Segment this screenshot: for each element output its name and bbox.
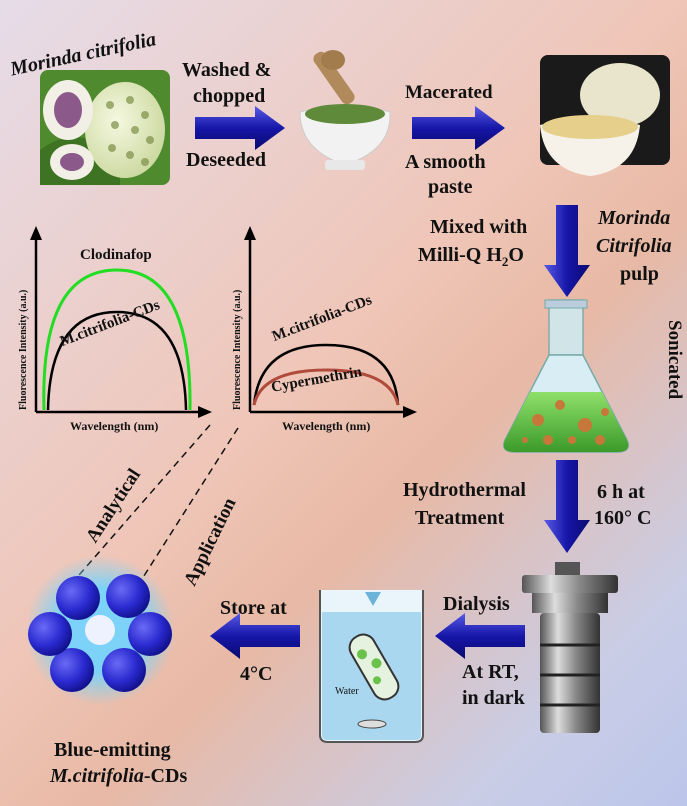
right-plot-ylabel: Fluorescence Intensity (a.u.): [232, 289, 243, 410]
time-label-line1: 6 h at: [597, 481, 645, 503]
left-fluorescence-plot: [30, 226, 212, 418]
wash-label-top: Washed &: [182, 59, 272, 81]
arrows: [195, 106, 590, 659]
left-plot-outer-curve-label: Clodinafop: [80, 247, 152, 263]
mixed-label-line1: Mixed with: [430, 216, 528, 238]
hydro-label-line2: Treatment: [415, 507, 505, 529]
store-label-line2: 4°C: [240, 663, 273, 685]
pulp-label-line2: Citrifolia: [596, 235, 672, 257]
autoclave-image: [522, 562, 618, 733]
right-plot-xlabel: Wavelength (nm): [282, 419, 371, 433]
mixed-label-line2: Milli-Q H2O: [418, 244, 524, 269]
right-fluorescence-plot: [244, 226, 417, 418]
store-label-line1: Store at: [220, 597, 287, 619]
product-label-line1: Blue-emitting: [54, 739, 171, 761]
rt-label-line2: in dark: [462, 687, 525, 709]
left-plot-xlabel: Wavelength (nm): [70, 419, 159, 433]
paste-bowl-image: [540, 55, 670, 176]
product-label-line2: M.citrifolia-CDs: [50, 765, 188, 787]
sonication-flask-image: [503, 299, 629, 453]
mortar-pestle-image: [299, 50, 391, 170]
noni-fruit-image: [40, 70, 170, 185]
dialysis-label: Dialysis: [443, 593, 510, 615]
dialysis-beaker-image: [319, 590, 424, 743]
paste-label-line1: A smooth: [405, 151, 486, 173]
paste-label-line2: paste: [428, 176, 473, 198]
rt-label-line1: At RT,: [462, 661, 519, 683]
pulp-label-line3: pulp: [620, 263, 659, 285]
hydro-label-line1: Hydrothermal: [403, 479, 526, 501]
pulp-label-line1: Morinda: [598, 207, 671, 229]
sonicated-label: Sonicated: [664, 320, 685, 400]
macerated-label: Macerated: [405, 82, 493, 103]
left-plot-ylabel: Fluorescence Intensity (a.u.): [18, 289, 29, 410]
water-label: Water: [335, 686, 359, 697]
carbon-dots-cluster: [25, 555, 175, 705]
time-label-line2: 160° C: [594, 507, 652, 529]
wash-label-mid: chopped: [193, 85, 266, 107]
deseeded-label: Deseeded: [186, 149, 266, 171]
